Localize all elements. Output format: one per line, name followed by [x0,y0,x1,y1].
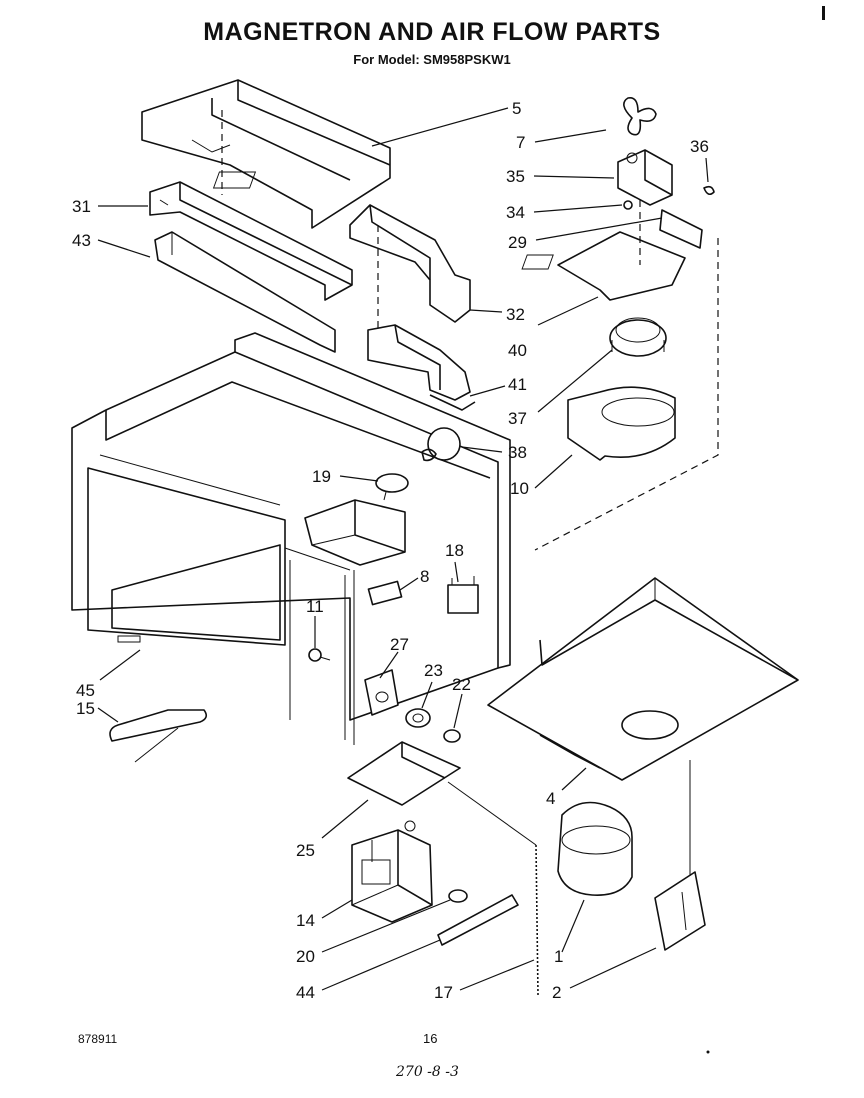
part-43-plate [154,231,336,353]
assembly-line-right [534,238,719,551]
callout-2: 2 [552,983,561,1002]
transformer-box [304,499,406,566]
part-31-bracket [149,181,353,301]
callout-40: 40 [508,341,527,360]
stray-dot [706,1050,710,1054]
part-29-bracket [659,209,703,249]
document-number: 878911 [78,1032,118,1046]
callout-10: 10 [510,479,529,498]
callout-29: 29 [508,233,527,252]
callout-20: 20 [296,947,315,966]
callout-1: 1 [554,947,563,966]
part-14-magnetron [351,820,433,923]
callout-45: 45 [76,681,95,700]
callout-34: 34 [506,203,525,222]
callout-35: 35 [506,167,525,186]
part-8-switch [367,580,403,606]
callout-8: 8 [420,567,429,586]
page-number: 16 [423,1031,438,1046]
page-title: MAGNETRON AND AIR FLOW PARTS [203,18,661,46]
part-15-probe [109,709,208,763]
callout-7: 7 [516,133,525,152]
callout-19: 19 [312,467,331,486]
callout-11: 11 [306,597,324,616]
callout-43: 43 [72,231,91,250]
callout-38: 38 [508,443,527,462]
part-1-housing [557,801,633,896]
part-37-blower-wheel [609,317,667,357]
part-19-thermostat [375,473,409,501]
callout-36: 36 [690,137,709,156]
part-32-duct [349,204,471,323]
part-5-cover [141,79,391,229]
callout-32: 32 [506,305,525,324]
part-34-clip [623,200,633,210]
callout-44: 44 [296,983,315,1002]
part-23-fuse-holder [405,708,431,728]
part-35-fan-motor [617,149,673,206]
callout-31: 31 [72,197,91,216]
callout-27: 27 [390,635,409,654]
part-18-switch [447,576,479,614]
part-2-plate [654,760,706,951]
oven-cavity-chassis [71,332,511,745]
callout-14: 14 [296,911,315,930]
part-20-thermal-protector [448,889,468,903]
callout-22: 22 [452,675,471,694]
part-41-duct [367,324,476,411]
part-25-bracket [347,741,461,806]
handwritten-note: 270 -8 -3 [396,1064,459,1080]
part-22-fuse [443,729,461,743]
callout-17: 17 [434,983,453,1002]
callout-18: 18 [445,541,464,560]
callout-5: 5 [512,99,521,118]
callout-15: 15 [76,699,95,718]
callout-23: 23 [424,661,443,680]
page-edge-mark [822,6,825,20]
part-17-strip [447,781,539,996]
part-4-base-plate [487,577,799,781]
part-44-bracket [437,894,519,946]
part-36-screw [703,185,715,196]
part-10-fan-housing [567,386,676,461]
callout-25: 25 [296,841,315,860]
callout-37: 37 [508,409,527,428]
model-subtitle: For Model: SM958PSKW1 [353,52,511,67]
leader-lines [97,107,709,991]
callout-4: 4 [546,789,555,808]
part-7-fan-blade [623,96,657,136]
callout-41: 41 [508,375,527,394]
part-40-fan-plate [521,231,686,301]
part-38-lamp [421,427,461,462]
part-11-latch [308,648,331,662]
